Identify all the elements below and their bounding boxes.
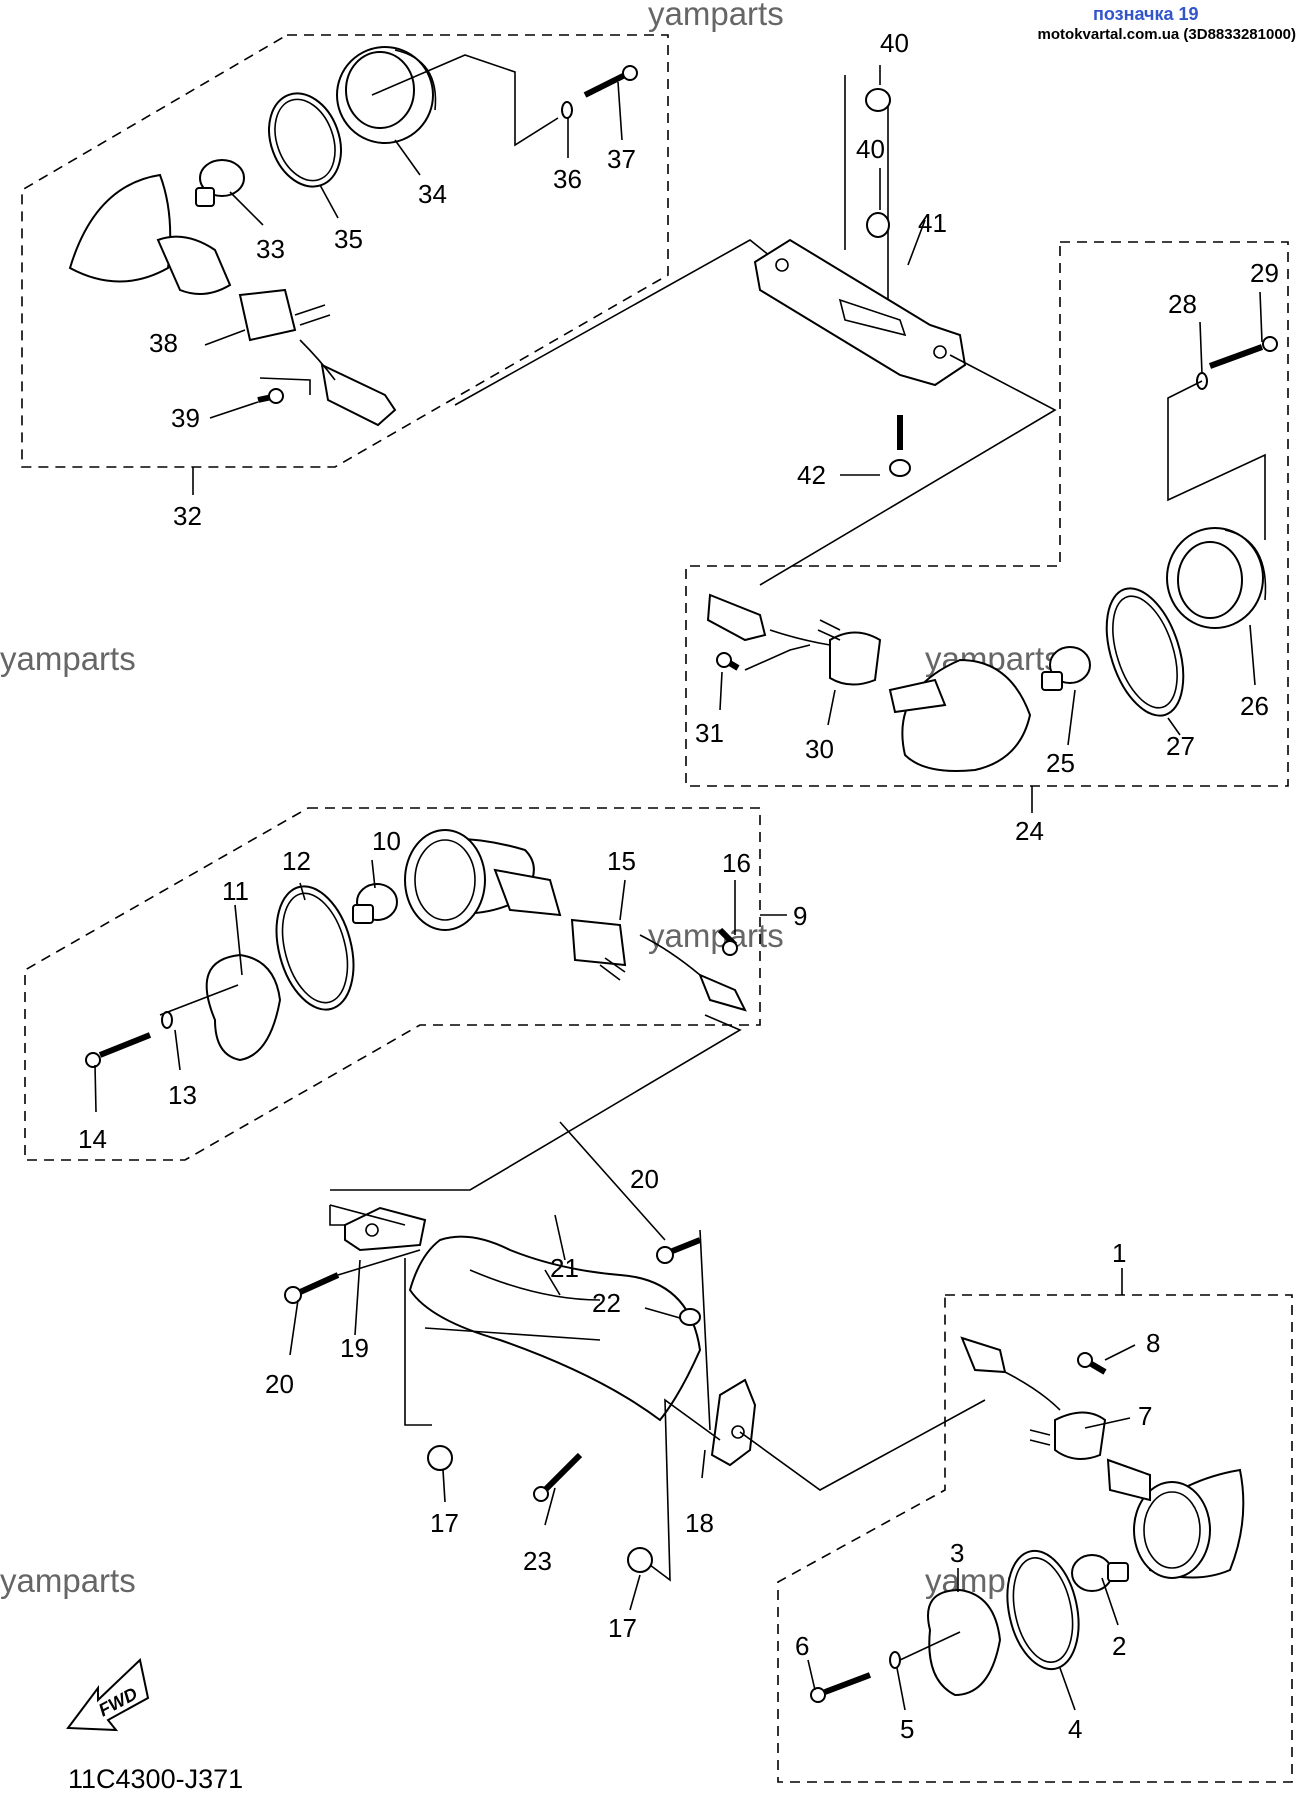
callout-20-left: 20 [265, 1369, 294, 1399]
callout-3: 3 [950, 1538, 964, 1568]
lens-part-26 [1166, 527, 1267, 629]
housing-part-24 [706, 593, 1032, 772]
callout-40-top: 40 [880, 28, 909, 58]
screw-part-8 [1077, 1352, 1107, 1375]
gasket-part-27 [1105, 587, 1185, 717]
watermark-top: yamparts [648, 0, 784, 32]
callout-38: 38 [149, 328, 178, 358]
callout-18: 18 [685, 1508, 714, 1538]
screw-part-16 [717, 927, 738, 956]
bracket-part-19 [329, 1205, 427, 1252]
watermark-left-bottom: yamparts [0, 1562, 136, 1599]
callout-35: 35 [334, 224, 363, 254]
screw-part-6 [810, 1651, 901, 1703]
callout-26: 26 [1240, 691, 1269, 721]
callout-4: 4 [1068, 1714, 1082, 1744]
callout-33: 33 [256, 234, 285, 264]
assembly-32: 34 35 33 36 37 38 39 32 [21, 34, 669, 531]
assembly-9: 11 12 10 15 16 9 13 14 [24, 807, 807, 1191]
assembly-9-boundary [24, 807, 761, 1161]
callout-13: 13 [168, 1080, 197, 1110]
assembly-1: 1 8 7 3 2 6 4 5 [777, 1238, 1293, 1783]
screw-part-39 [257, 388, 284, 404]
callout-28: 28 [1168, 289, 1197, 319]
nut-part-40-lower [866, 212, 890, 238]
callout-2: 2 [1112, 1631, 1126, 1661]
callout-31: 31 [695, 718, 724, 748]
callout-11: 11 [222, 876, 249, 906]
bolt-part-20-left [284, 1272, 340, 1304]
callout-14: 14 [78, 1124, 107, 1154]
watermark-left-mid: yamparts [0, 640, 136, 677]
watermark-center: yamparts [648, 917, 784, 954]
bolt-part-20-top [656, 1237, 702, 1264]
lens-part-3 [927, 1588, 1002, 1697]
callout-23: 23 [523, 1546, 552, 1576]
assembly-32-boundary [21, 34, 669, 468]
housing-part-9 [404, 829, 747, 1012]
gasket-part-35 [268, 92, 342, 188]
assembly-24-boundary [685, 241, 1289, 787]
gasket-part-4 [1006, 1549, 1080, 1671]
callout-22: 22 [592, 1288, 621, 1318]
callout-6: 6 [795, 1631, 809, 1661]
callout-21: 21 [550, 1253, 579, 1283]
callout-39: 39 [171, 403, 200, 433]
bulb-part-33 [195, 159, 245, 207]
callout-16: 16 [722, 848, 751, 878]
bulb-part-10 [352, 883, 398, 924]
callout-12: 12 [282, 846, 311, 876]
callout-20-top: 20 [630, 1164, 659, 1194]
header-link[interactable]: позначка 19 [1093, 4, 1199, 24]
callout-29: 29 [1250, 258, 1279, 288]
nut-part-40-top [865, 88, 891, 112]
screw-part-37 [561, 65, 638, 119]
assembly-24: 29 28 26 27 25 30 31 24 [685, 241, 1289, 846]
callout-27: 27 [1166, 731, 1195, 761]
callout-7: 7 [1138, 1401, 1152, 1431]
callout-8: 8 [1146, 1328, 1160, 1358]
bracket-part-41: 40 40 41 42 [753, 28, 1057, 586]
callout-10: 10 [372, 826, 401, 856]
callout-42: 42 [797, 460, 826, 490]
callout-15: 15 [607, 846, 636, 876]
nut-part-17-left [427, 1445, 453, 1471]
callout-34: 34 [418, 179, 447, 209]
callout-17-left: 17 [430, 1508, 459, 1538]
callout-37: 37 [607, 144, 636, 174]
callout-25: 25 [1046, 748, 1075, 778]
callout-5: 5 [900, 1714, 914, 1744]
callout-32: 32 [173, 501, 202, 531]
callout-40-lower: 40 [856, 134, 885, 164]
screw-part-29 [1196, 336, 1278, 390]
clip-part-22 [679, 1308, 701, 1326]
assembly-1-boundary [777, 1294, 1293, 1783]
lens-part-34 [336, 46, 437, 144]
screw-part-31 [716, 652, 740, 671]
callout-36: 36 [553, 164, 582, 194]
diagram-code: 11C4300-J371 [68, 1764, 243, 1794]
callout-30: 30 [805, 734, 834, 764]
housing-part-1 [960, 1336, 1245, 1579]
callout-19: 19 [340, 1333, 369, 1363]
callout-24: 24 [1015, 816, 1044, 846]
bracket-part-18 [710, 1378, 757, 1467]
lens-part-11 [205, 953, 282, 1062]
screw-part-14 [85, 1011, 173, 1068]
bolt-part-42 [889, 459, 911, 477]
fwd-arrow: FWD [66, 1658, 150, 1732]
callout-17-right: 17 [608, 1613, 637, 1643]
housing-part-32 [68, 173, 397, 427]
bulb-part-25 [1041, 646, 1091, 691]
bulb-part-2 [1071, 1554, 1129, 1592]
callout-9: 9 [793, 901, 807, 931]
nut-part-17-right [627, 1547, 653, 1573]
callout-41: 41 [918, 208, 947, 238]
screw-part-23 [533, 1452, 583, 1502]
header-source-label: motokvartal.com.ua (3D8833281000) [1037, 26, 1296, 43]
cover-part-21 [408, 1235, 702, 1422]
callout-1: 1 [1112, 1238, 1126, 1268]
